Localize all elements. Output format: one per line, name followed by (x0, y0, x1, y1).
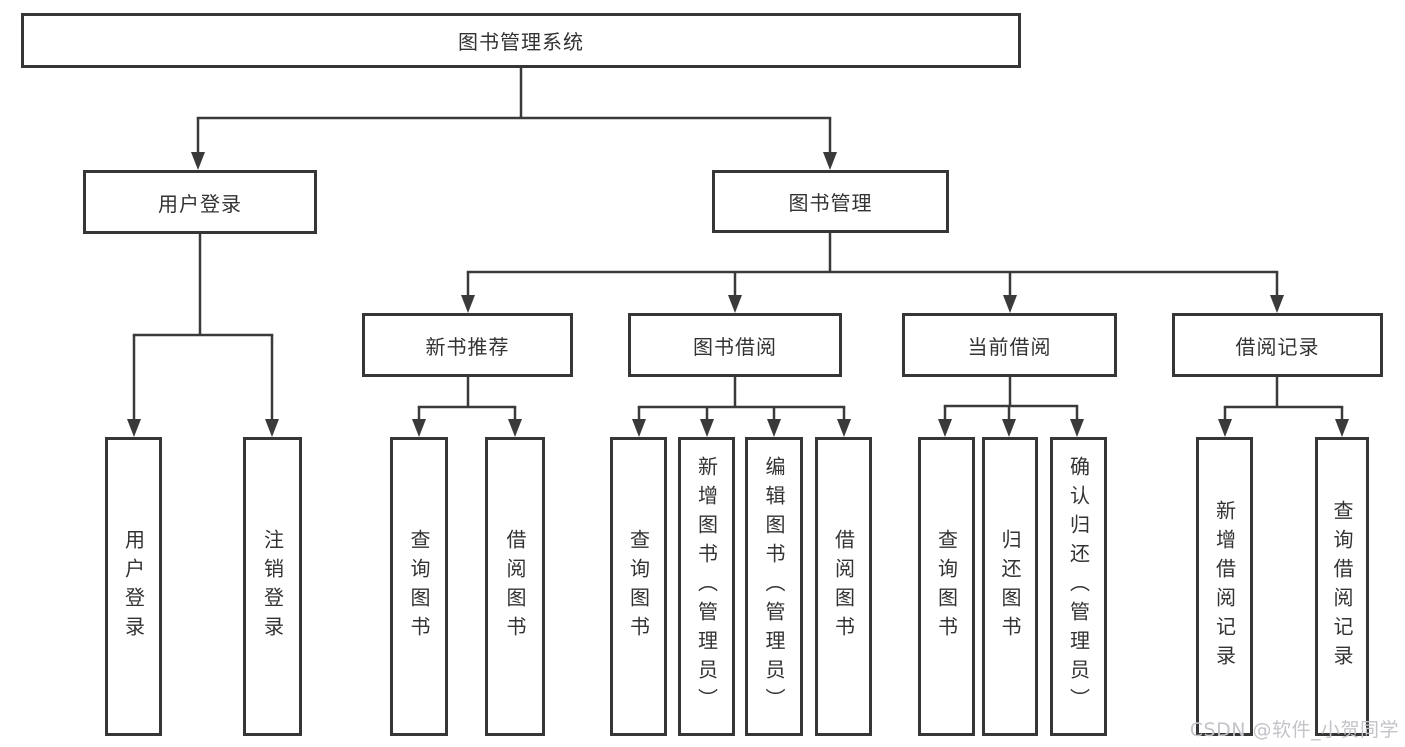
leaf-add-books-admin: 新增图书（管理员） (678, 437, 735, 736)
node-book-management: 图书管理 (712, 170, 949, 233)
leaf-label: 编辑图书（管理员） (762, 456, 786, 717)
arrowhead-icon (412, 419, 426, 437)
arrowhead-icon (728, 295, 742, 313)
node-library-management-system: 图书管理系统 (21, 13, 1021, 68)
arrowhead-icon (938, 419, 952, 437)
leaf-label: 注销登录 (260, 528, 285, 645)
arrowhead-icon (508, 419, 522, 437)
arrowhead-icon (1002, 419, 1016, 437)
arrowhead-icon (461, 295, 475, 313)
leaf-label: 确认归还（管理员） (1066, 456, 1091, 717)
node-label: 图书管理系统 (458, 30, 584, 54)
leaf-label: 借阅图书 (831, 528, 856, 645)
leaf-logout: 注销登录 (243, 437, 302, 736)
node-label: 图书借阅 (693, 334, 777, 359)
node-borrow-records: 借阅记录 (1172, 313, 1383, 377)
arrowhead-icon (1270, 295, 1284, 313)
leaf-label: 用户登录 (121, 528, 146, 645)
leaf-label: 查询图书 (934, 528, 959, 645)
arrowhead-icon (632, 419, 646, 437)
node-current-borrowing: 当前借阅 (902, 313, 1117, 377)
leaf-borrow-books: 借阅图书 (815, 437, 872, 736)
leaf-label: 新增图书（管理员） (694, 456, 719, 717)
arrowhead-icon (1003, 295, 1017, 313)
node-label: 用户登录 (158, 191, 242, 216)
arrowhead-icon (1070, 419, 1084, 437)
leaf-label: 借阅图书 (503, 528, 527, 645)
arrowhead-icon (191, 152, 205, 170)
leaf-label: 查询借阅记录 (1330, 499, 1354, 674)
arrowhead-icon (265, 419, 279, 437)
leaf-label: 归还图书 (998, 528, 1022, 645)
leaf-query-books-current: 查询图书 (918, 437, 975, 736)
leaf-borrow-books-recommend: 借阅图书 (485, 437, 545, 736)
arrowhead-icon (700, 419, 714, 437)
leaf-query-books-recommend: 查询图书 (390, 437, 448, 736)
arrowhead-icon (837, 419, 851, 437)
csdn-watermark: CSDN @软件_小贺同学 (1189, 719, 1399, 741)
node-label: 当前借阅 (967, 334, 1052, 359)
node-label: 新书推荐 (425, 334, 510, 359)
leaf-query-books-borrowing: 查询图书 (610, 437, 667, 736)
node-label: 图书管理 (788, 191, 873, 215)
leaf-return-books: 归还图书 (982, 437, 1038, 736)
arrowhead-icon (1335, 419, 1349, 437)
node-book-borrowing: 图书借阅 (628, 313, 842, 377)
leaf-add-borrow-record: 新增借阅记录 (1196, 437, 1253, 736)
leaf-confirm-return-admin: 确认归还（管理员） (1050, 437, 1107, 736)
arrowhead-icon (127, 419, 141, 437)
arrowhead-icon (823, 152, 837, 170)
leaf-label: 查询图书 (626, 528, 651, 645)
arrowhead-icon (767, 419, 781, 437)
node-user-login: 用户登录 (83, 170, 317, 234)
leaf-edit-books-admin: 编辑图书（管理员） (745, 437, 803, 736)
arrowhead-icon (1218, 419, 1232, 437)
node-label: 借阅记录 (1235, 334, 1320, 359)
leaf-user-login: 用户登录 (105, 437, 162, 736)
leaf-query-borrow-record: 查询借阅记录 (1315, 437, 1369, 736)
leaf-label: 新增借阅记录 (1212, 499, 1237, 674)
leaf-label: 查询图书 (407, 528, 431, 645)
node-new-book-recommend: 新书推荐 (362, 313, 573, 377)
